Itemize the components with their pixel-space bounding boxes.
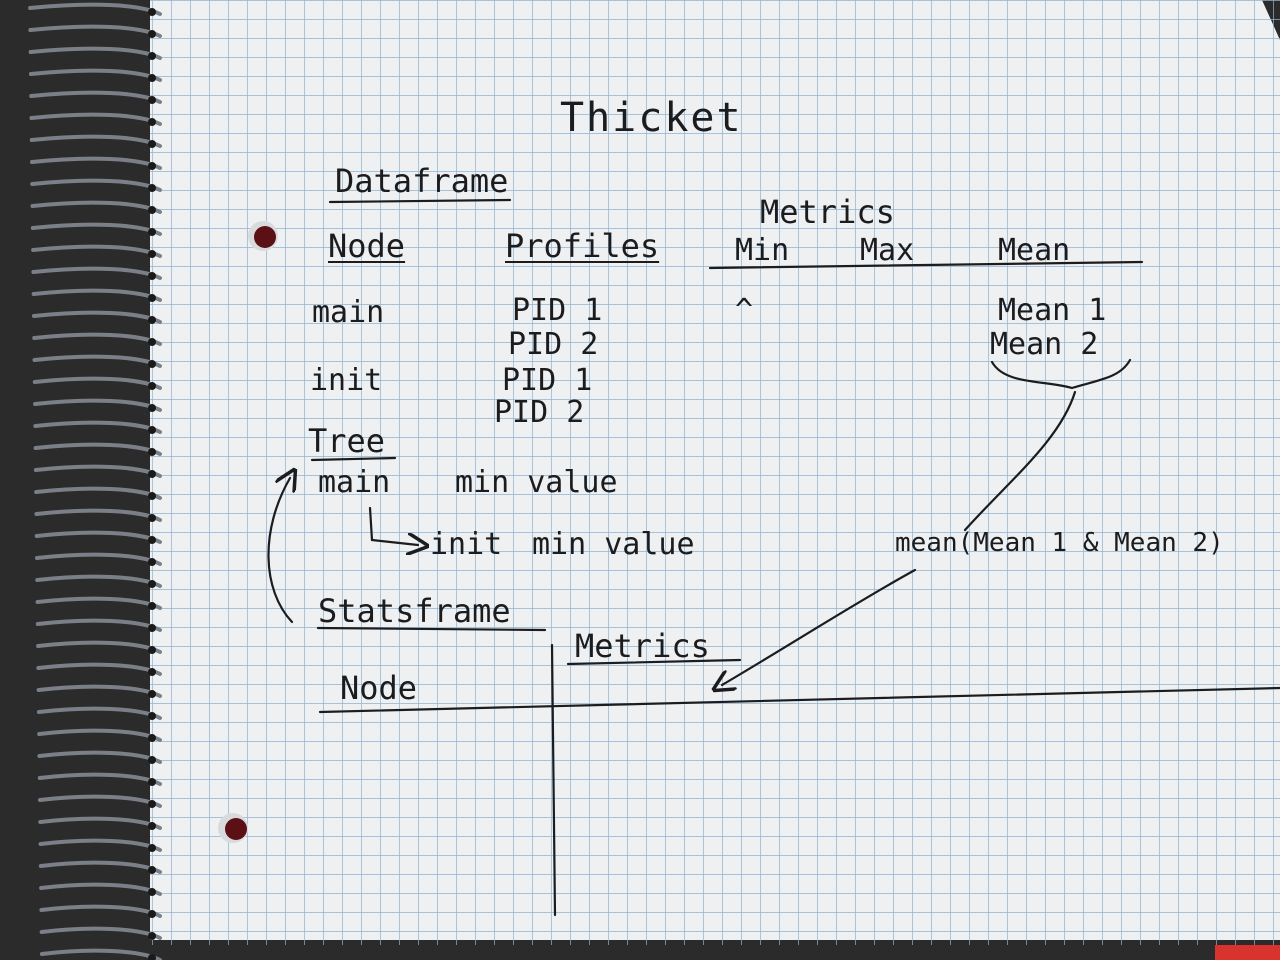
row-profile-pid-2: PID 2 (494, 395, 585, 430)
mean-column-header: Mean (998, 233, 1071, 268)
metrics-header: Metrics (760, 193, 895, 231)
row-profile-pid-2: PID 2 (508, 327, 599, 362)
tree-root-value: min value (455, 465, 618, 500)
tree-heading: Tree (308, 422, 386, 460)
page-title: Thicket (560, 95, 743, 141)
statsframe-metrics-header: Metrics (575, 627, 710, 665)
statsframe-heading: Statsframe (318, 592, 511, 630)
spiral-binding-icon (28, 2, 162, 960)
row-profile-pid-1: PID 1 (502, 363, 593, 398)
min-column-header: Min (735, 233, 790, 268)
punch-hole-icon (218, 813, 248, 843)
row-profile-pid-1: PID 1 (512, 293, 603, 328)
profiles-column-header: Profiles (505, 227, 660, 265)
statsframe-node-header: Node (340, 669, 418, 707)
corner-tab (1215, 945, 1280, 960)
tree-child-value: min value (532, 527, 695, 562)
row-min-mark: ^ (735, 293, 754, 328)
tree-root-node: main (318, 465, 391, 500)
punch-hole-icon (248, 221, 278, 251)
row-node-init: init (310, 363, 383, 398)
max-column-header: Max (860, 233, 915, 268)
row-mean-1: Mean 1 (998, 293, 1107, 328)
row-node-main: main (312, 295, 385, 330)
dataframe-heading: Dataframe (335, 162, 509, 200)
tree-child-node: init (430, 527, 503, 562)
row-mean-2: Mean 2 (990, 327, 1099, 362)
node-column-header: Node (328, 227, 406, 265)
mean-aggregate-label: mean(Mean 1 & Mean 2) (895, 528, 1224, 558)
